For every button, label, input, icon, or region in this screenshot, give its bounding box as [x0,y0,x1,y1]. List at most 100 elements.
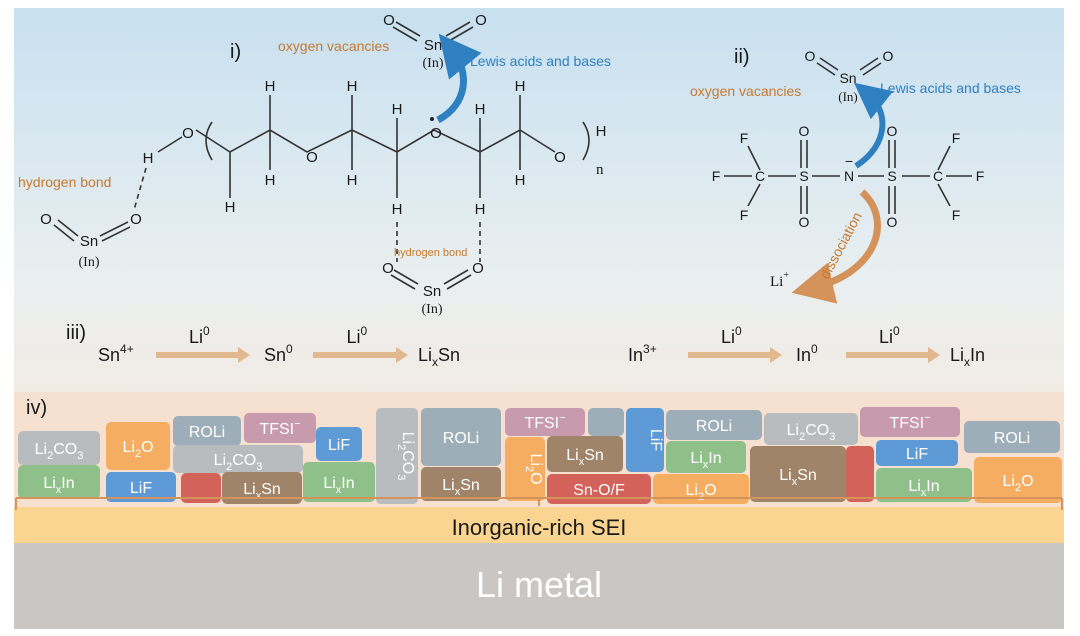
panel-label-iii: iii) [66,322,86,344]
sei-block [173,445,303,473]
sei-bracket [15,497,1063,510]
sei-block-label: Li2CO3 [787,422,836,443]
reaction-arrow [156,347,250,363]
sei-block-label: Sn-O/F [573,482,625,499]
sei-block-label: LixSn [243,481,281,502]
atom-f: F [712,168,721,184]
inorganic-sei-layer [14,507,1064,543]
sei-block-label: ROLi [189,424,225,441]
peo-bonds [53,21,590,290]
dissociation-arrow [791,189,881,304]
sei-block [964,421,1060,453]
atom-o: O [130,211,142,228]
repeat-subscript: n [596,162,604,178]
lewis-label-ii: Lewis acids and bases [880,80,1021,96]
sei-block-label: LiF [906,446,928,463]
sei-block [106,422,170,470]
hydrogen-bond-dashes [133,167,481,262]
sei-block [876,440,958,466]
sei-block-label: LiF [130,480,152,497]
atom-o-3: O [554,149,566,166]
sei-block-label: ROLi [696,418,732,435]
sno2-left: O O Sn [40,211,142,250]
atom-h: H [392,101,403,118]
sei-block-label: Li2CO3 [35,441,84,462]
reaction-arrow-label: Li0 [347,324,368,347]
oxygen-vacancies-label-i: oxygen vacancies [278,38,389,54]
atom-c: C [933,168,943,184]
sei-block [750,446,846,502]
atom-sn: Sn [423,283,441,300]
reaction-arrow [846,347,940,363]
atom-h-end: H [143,150,154,167]
atom-h: H [347,172,358,189]
in-label-ii: (In) [838,89,858,104]
sei-block [303,462,375,502]
sei-block-label: ROLi [443,430,479,447]
atom-f: F [740,130,749,146]
sei-block [222,472,302,504]
sei-block [666,441,746,473]
atom-o: O [472,260,484,277]
atom-s: S [887,168,896,184]
atom-o-1: O [306,149,318,166]
charge-minus: − [845,153,853,169]
sei-block-label: LiF [328,437,350,454]
sei-block [626,408,664,472]
atom-s: S [799,168,808,184]
atom-f: F [740,207,749,223]
reaction-arrow-label: Li0 [879,324,900,347]
atom-h: H [347,78,358,95]
li-ion: Li+ [770,270,789,290]
sei-block [846,446,874,502]
sei-block [421,408,501,466]
atom-h: H [475,201,486,218]
sei-block [18,431,100,465]
atom-o: O [475,12,487,29]
sei-block [376,408,418,504]
reaction-arrow-label: Li0 [189,324,210,347]
sei-block [547,474,651,504]
sei-block [316,427,362,461]
atom-o: O [40,211,52,228]
in-label-left: (In) [79,255,100,270]
oxygen-vacancies-label-ii: oxygen vacancies [690,83,801,99]
sei-block [106,472,176,502]
sei-block [876,468,972,502]
hydrogen-bond-label-bottom: hydrogen bond [394,247,467,259]
atom-o: O [887,123,898,139]
atom-f: F [952,130,961,146]
sei-block [173,416,241,446]
sei-block [18,465,100,499]
sei-block [588,408,624,436]
sei-block [505,437,545,501]
sei-block [653,474,749,504]
sei-block [974,457,1062,503]
sei-block-label: TFSI− [259,418,300,438]
sei-block-label: Li2O [523,453,544,484]
sei-block [244,413,316,443]
sei-block [764,413,858,445]
sei-block-label: LixSn [779,467,817,488]
sei-block-label: LiF [647,429,664,451]
lixsn-label: LixSn [418,345,460,369]
sn0-label: Sn0 [264,342,293,365]
reaction-arrow [688,347,782,363]
sei-block-label: LixIn [43,475,74,496]
lewis-arrow-i [436,33,482,124]
sn4-label: Sn4+ [98,342,134,365]
lone-pair-dot [430,117,434,121]
sei-block-label: LixSn [566,447,604,468]
sno2-top: O O Sn [383,12,487,54]
panel-label-ii: ii) [734,46,750,68]
atom-o-2: O [430,125,442,142]
atom-sn: Sn [424,37,442,54]
sei-block [505,408,585,436]
sei-block-label: Li2CO3 [214,452,263,473]
sei-block [860,407,960,437]
sei-block-label: TFSI− [889,412,930,432]
lixin-label: LixIn [950,345,985,369]
atom-n: N [844,168,854,184]
li-metal-label: Li metal [476,564,602,605]
